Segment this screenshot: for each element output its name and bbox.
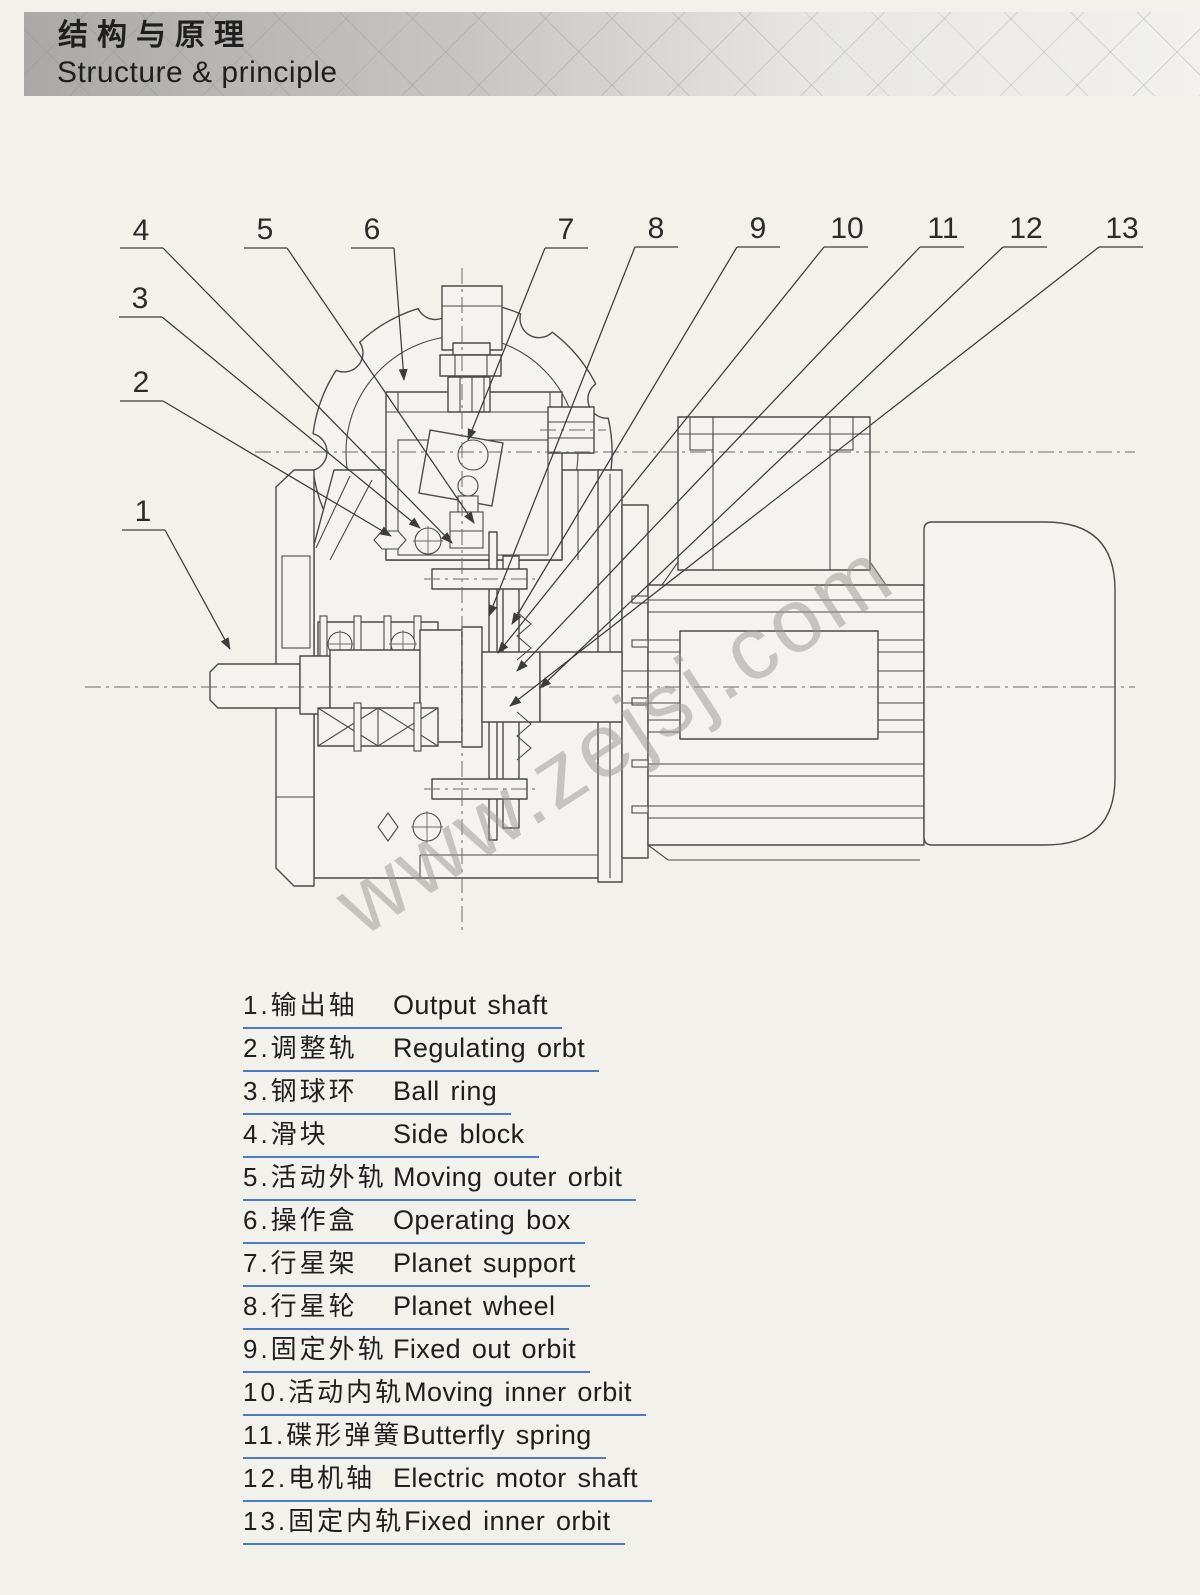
cam-plate [418, 429, 504, 549]
legend-en: Butterfly spring [402, 1420, 592, 1450]
legend-cn: 4.滑块 [243, 1119, 329, 1149]
terminal-box [661, 416, 887, 586]
legend-cn: 5.活动外轨 [243, 1162, 387, 1192]
callout-9: 9 [750, 212, 767, 245]
legend-cn: 6.操作盒 [243, 1205, 358, 1235]
legend-cn: 9.固定外轨 [243, 1334, 387, 1364]
legend-cn: 2.调整轨 [243, 1033, 358, 1063]
legend-en: Regulating orbt [393, 1033, 586, 1063]
legend-cn: 7.行星架 [243, 1248, 358, 1278]
callout-4: 4 [133, 214, 150, 247]
legend-cn: 13.固定内轨 [243, 1506, 405, 1536]
callout-11: 11 [927, 212, 958, 245]
legend-cn: 11.碟形弹簧 [243, 1420, 403, 1450]
legend-en: Fixed inner orbit [404, 1506, 611, 1536]
butterfly-spring-lower [516, 711, 532, 761]
callout-5: 5 [257, 213, 274, 246]
legend-en: Planet wheel [393, 1291, 556, 1321]
motor-end-cap [923, 521, 1116, 846]
header-band: 结构与原理 Structure & principle [24, 12, 1200, 96]
legend-row-7: 7.行星架 Planet support [243, 1248, 590, 1287]
legend-row-4: 4.滑块 Side block [243, 1119, 539, 1158]
butterfly-spring-upper [516, 611, 532, 661]
output-shaft-assembly [209, 615, 463, 752]
callout-1: 1 [135, 495, 152, 528]
output-shaft [209, 663, 301, 709]
callout-13: 13 [1105, 212, 1138, 245]
legend-cn: 10.活动内轨 [243, 1377, 405, 1407]
legend-cn: 3.钢球环 [243, 1076, 358, 1106]
legend-en: Side block [393, 1119, 525, 1149]
ball-ring [373, 526, 443, 556]
callout-numbers: 1 2 3 4 5 6 7 8 9 10 11 12 13 [132, 212, 1139, 528]
legend-en: Moving inner orbit [404, 1377, 632, 1407]
legend-en: Electric motor shaft [393, 1463, 639, 1493]
callout-3: 3 [132, 282, 149, 315]
legend-row-12: 12.电机轴 Electric motor shaft [243, 1463, 653, 1502]
callout-12: 12 [1009, 212, 1042, 245]
callout-2: 2 [133, 366, 150, 399]
legend-en: Moving outer orbit [393, 1162, 623, 1192]
legend-en: Planet support [393, 1248, 576, 1278]
adjusting-screw [439, 285, 503, 413]
legend-en: Ball ring [393, 1076, 498, 1106]
legend-en: Output shaft [393, 990, 548, 1020]
callout-10: 10 [830, 212, 863, 245]
page-title-cn: 结构与原理 [58, 19, 253, 52]
legend-row-3: 3.钢球环 Ball ring [243, 1076, 512, 1115]
page-title-en: Structure & principle [57, 56, 338, 89]
legend-row-1: 1.输出轴 Output shaft [243, 990, 562, 1029]
legend-row-6: 6.操作盒 Operating box [243, 1205, 585, 1244]
legend-row-8: 8.行星轮 Planet wheel [243, 1291, 570, 1330]
callout-6: 6 [364, 213, 381, 246]
legend-cn: 12.电机轴 [243, 1463, 376, 1493]
parts-legend: 1.输出轴 Output shaft 2.调整轨 Regulating orbt 3… [243, 990, 653, 1549]
legend-cn: 8.行星轮 [243, 1291, 358, 1321]
legend-row-2: 2.调整轨 Regulating orbt [243, 1033, 600, 1072]
centerlines [85, 268, 1135, 935]
leader-lines [119, 246, 1143, 707]
legend-cn: 1.输出轴 [243, 990, 358, 1020]
legend-en: Operating box [393, 1205, 571, 1235]
callout-8: 8 [648, 212, 665, 245]
legend-en: Fixed out orbit [393, 1334, 577, 1364]
callout-7: 7 [558, 213, 575, 246]
motor-stator [679, 630, 879, 740]
motor-body [622, 584, 925, 861]
